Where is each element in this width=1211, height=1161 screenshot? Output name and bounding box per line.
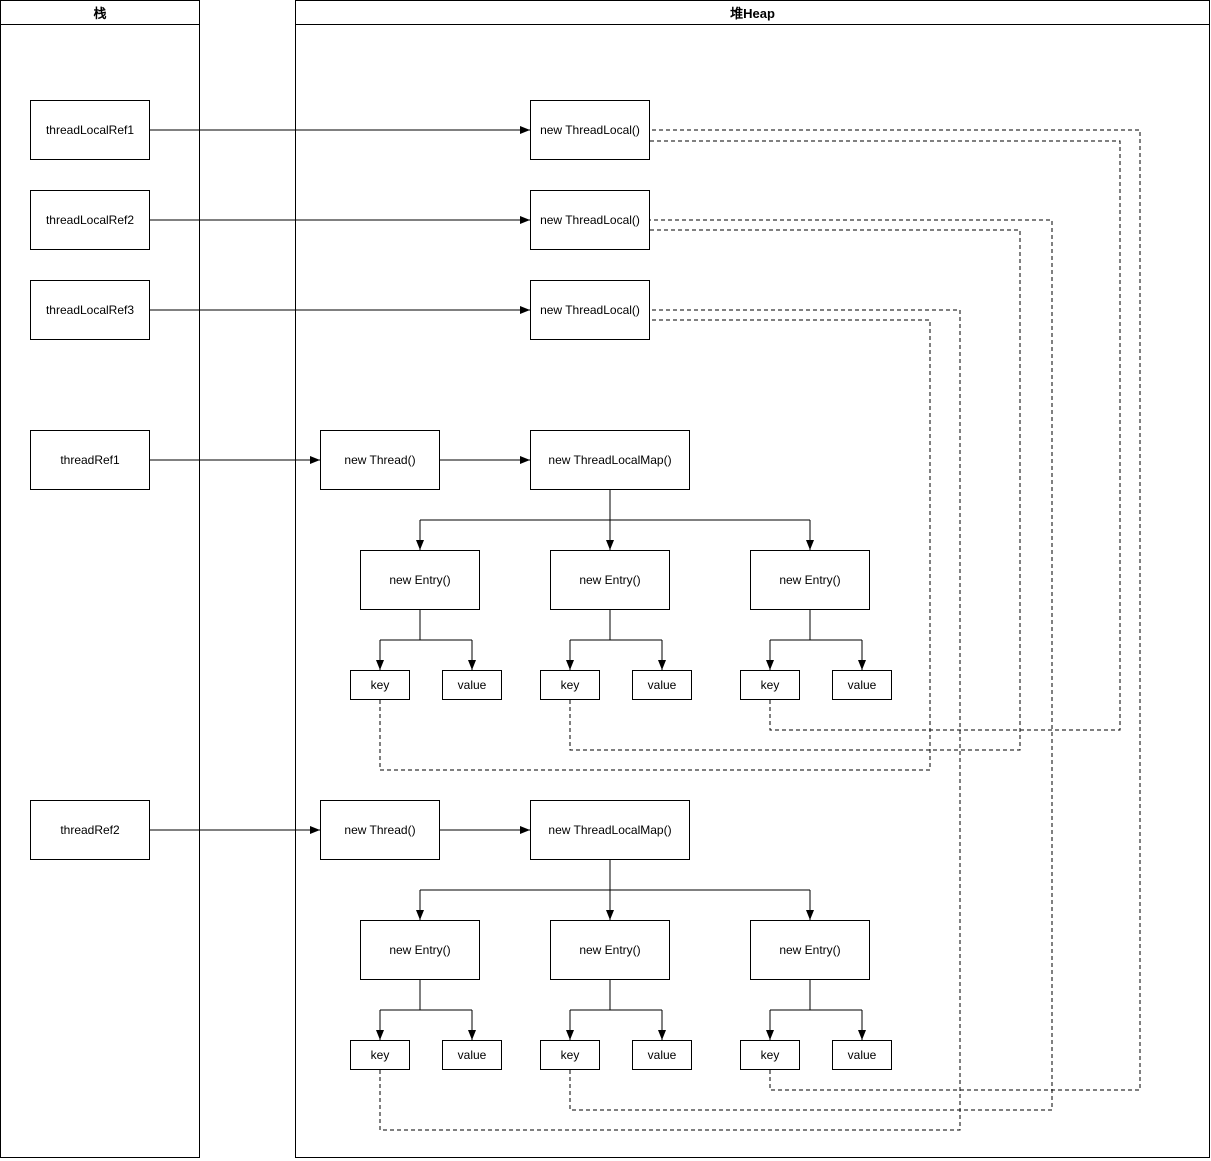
heap-container: 堆Heap — [295, 0, 1210, 1158]
stack-title: 栈 — [1, 1, 199, 25]
stack-container: 栈 — [0, 0, 200, 1158]
heap-box-key-1-3: key — [740, 670, 800, 700]
heap-box-key-2-1: key — [350, 1040, 410, 1070]
heap-box-entry-2-3: new Entry() — [750, 920, 870, 980]
heap-box-key-2-2: key — [540, 1040, 600, 1070]
heap-box-threadlocalmap-2: new ThreadLocalMap() — [530, 800, 690, 860]
stack-box-threadlocalref2: threadLocalRef2 — [30, 190, 150, 250]
heap-box-thread-2: new Thread() — [320, 800, 440, 860]
heap-box-key-2-3: key — [740, 1040, 800, 1070]
heap-box-entry-2-2: new Entry() — [550, 920, 670, 980]
heap-box-key-1-2: key — [540, 670, 600, 700]
heap-box-threadlocalmap-1: new ThreadLocalMap() — [530, 430, 690, 490]
heap-box-thread-1: new Thread() — [320, 430, 440, 490]
heap-box-entry-1-1: new Entry() — [360, 550, 480, 610]
heap-box-value-2-2: value — [632, 1040, 692, 1070]
heap-box-key-1-1: key — [350, 670, 410, 700]
heap-box-value-1-1: value — [442, 670, 502, 700]
heap-box-threadlocal-2: new ThreadLocal() — [530, 190, 650, 250]
stack-box-threadlocalref3: threadLocalRef3 — [30, 280, 150, 340]
heap-box-value-1-2: value — [632, 670, 692, 700]
stack-box-threadref2: threadRef2 — [30, 800, 150, 860]
stack-box-threadref1: threadRef1 — [30, 430, 150, 490]
heap-box-entry-1-3: new Entry() — [750, 550, 870, 610]
heap-box-threadlocal-1: new ThreadLocal() — [530, 100, 650, 160]
heap-box-value-2-1: value — [442, 1040, 502, 1070]
heap-box-value-1-3: value — [832, 670, 892, 700]
heap-title: 堆Heap — [296, 1, 1209, 25]
stack-box-threadlocalref1: threadLocalRef1 — [30, 100, 150, 160]
heap-box-entry-2-1: new Entry() — [360, 920, 480, 980]
heap-box-entry-1-2: new Entry() — [550, 550, 670, 610]
heap-box-threadlocal-3: new ThreadLocal() — [530, 280, 650, 340]
heap-box-value-2-3: value — [832, 1040, 892, 1070]
